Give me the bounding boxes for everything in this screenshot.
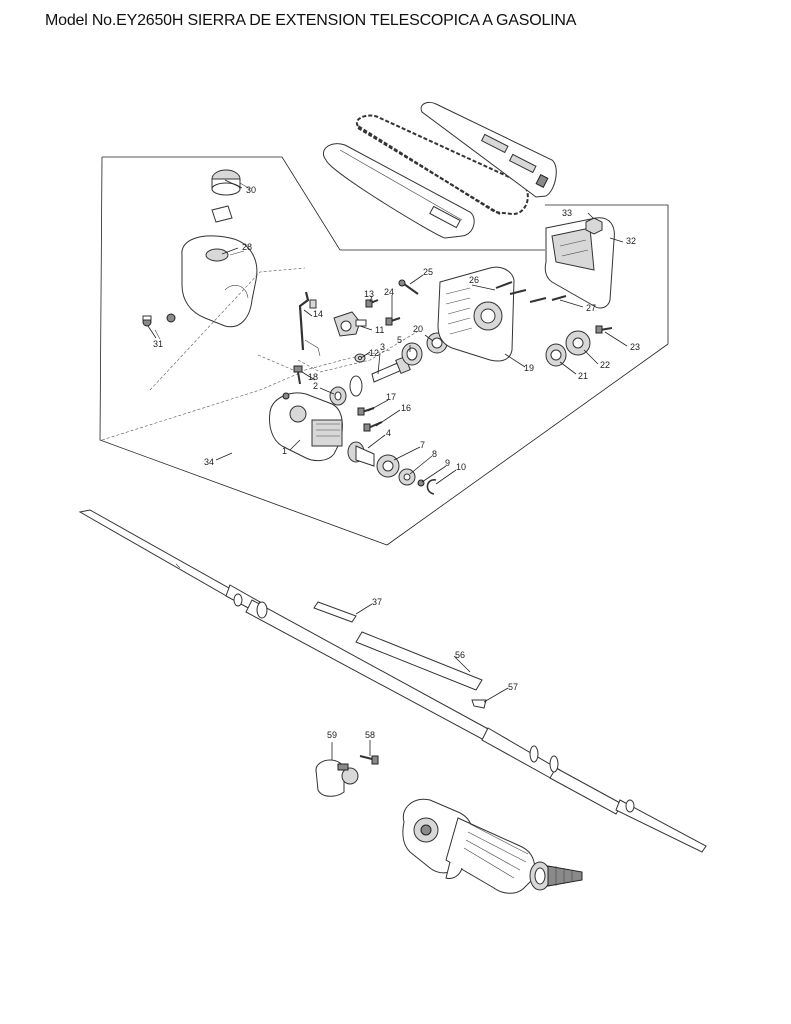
callout-26: 26 bbox=[469, 275, 479, 285]
oil-tank bbox=[181, 235, 258, 328]
ring-near-shaft bbox=[349, 375, 363, 397]
callout-21: 21 bbox=[578, 371, 588, 381]
screws-16-17 bbox=[357, 407, 383, 432]
pinion-4 bbox=[347, 441, 375, 467]
callout-5: 5 bbox=[397, 335, 402, 345]
callout-37: 37 bbox=[372, 597, 382, 607]
callout-33: 33 bbox=[562, 208, 572, 218]
callout-2: 2 bbox=[313, 381, 318, 391]
bearing-7 bbox=[376, 454, 400, 478]
callout-1: 1 bbox=[282, 446, 287, 456]
callout-34: 34 bbox=[204, 457, 214, 467]
handle-grip bbox=[402, 798, 583, 894]
callout-56: 56 bbox=[455, 650, 465, 660]
bearing-2 bbox=[329, 386, 347, 406]
sprocket-cover bbox=[544, 217, 615, 309]
callout-23: 23 bbox=[630, 342, 640, 352]
label-strip-56 bbox=[355, 631, 483, 691]
pins-26-27 bbox=[495, 281, 567, 303]
sprocket-22 bbox=[565, 330, 591, 356]
bolt-58 bbox=[359, 755, 379, 765]
bolt-23 bbox=[595, 325, 613, 334]
callout-8: 8 bbox=[432, 449, 437, 459]
washer-12 bbox=[354, 353, 366, 363]
callout-31: 31 bbox=[153, 339, 163, 349]
callout-24: 24 bbox=[384, 287, 394, 297]
callout-3: 3 bbox=[380, 342, 385, 352]
callout-28: 28 bbox=[242, 242, 252, 252]
callout-10: 10 bbox=[456, 462, 466, 472]
bar-cover-plate bbox=[420, 101, 557, 198]
bolts-31 bbox=[142, 313, 176, 340]
callout-19: 19 bbox=[524, 363, 534, 373]
callout-11: 11 bbox=[375, 325, 384, 335]
callout-20: 20 bbox=[413, 324, 423, 334]
callout-30: 30 bbox=[246, 185, 256, 195]
callout-17: 17 bbox=[386, 392, 396, 402]
callout-18: 18 bbox=[308, 372, 318, 382]
telescopic-pole bbox=[78, 509, 707, 853]
callout-labels: 30 28 31 14 11 13 24 25 26 33 32 27 23 2… bbox=[153, 185, 640, 740]
callout-27: 27 bbox=[586, 303, 596, 313]
page-title: Model No.EY2650H SIERRA DE EXTENSION TEL… bbox=[45, 12, 577, 29]
gear-case bbox=[269, 392, 343, 462]
callout-59: 59 bbox=[327, 730, 337, 740]
callout-4: 4 bbox=[386, 428, 391, 438]
clamp-59 bbox=[315, 759, 359, 797]
leader-lines bbox=[147, 179, 628, 760]
bolt-18 bbox=[293, 365, 303, 385]
screws-13-24-25 bbox=[365, 279, 419, 326]
oil-pump bbox=[333, 311, 367, 337]
callout-7: 7 bbox=[420, 440, 425, 450]
fuel-cap bbox=[211, 169, 251, 223]
callout-32: 32 bbox=[626, 236, 636, 246]
label-strip-57 bbox=[471, 699, 487, 709]
bearing-5 bbox=[401, 342, 423, 366]
assembly-boundary bbox=[99, 156, 669, 546]
guide-bar bbox=[322, 143, 475, 239]
callout-25: 25 bbox=[423, 267, 433, 277]
saw-chain bbox=[355, 114, 529, 216]
gear-case-cover bbox=[437, 266, 515, 362]
circlip-10 bbox=[426, 479, 437, 495]
label-strip-37 bbox=[313, 601, 357, 623]
callout-14: 14 bbox=[313, 309, 323, 319]
callout-12: 12 bbox=[369, 348, 379, 358]
callout-22: 22 bbox=[600, 360, 610, 370]
callout-16: 16 bbox=[401, 403, 411, 413]
oil-pipe bbox=[298, 291, 321, 357]
assembly-lines bbox=[101, 267, 421, 441]
callout-58: 58 bbox=[365, 730, 375, 740]
callout-57: 57 bbox=[508, 682, 518, 692]
callout-13: 13 bbox=[364, 289, 374, 299]
sprocket-washer-21 bbox=[545, 343, 567, 367]
nut-33 bbox=[585, 217, 603, 235]
callout-9: 9 bbox=[445, 458, 450, 468]
